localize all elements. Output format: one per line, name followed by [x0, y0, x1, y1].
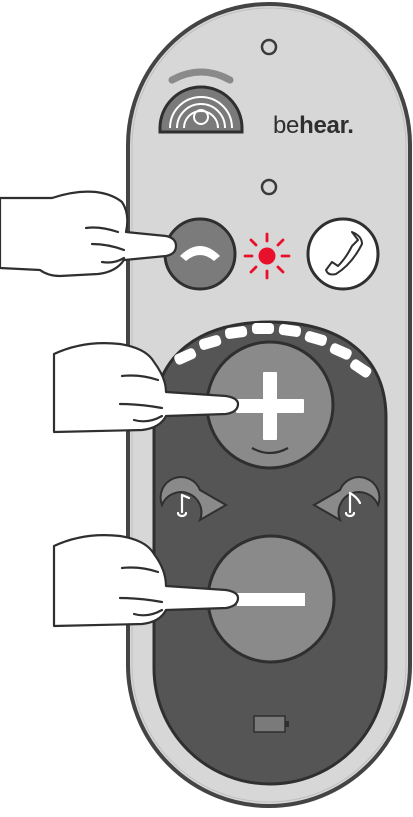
volume-segment: [198, 335, 222, 350]
volume-segment: [224, 326, 248, 339]
volume-segment: [174, 348, 197, 365]
minus-icon: [237, 593, 305, 606]
pointing-hand-top: [0, 190, 178, 278]
screw-hole-top: [260, 38, 278, 56]
phone-icon: [325, 231, 363, 276]
status-led: [243, 232, 291, 280]
pointing-hand-bottom: [52, 534, 240, 628]
volume-segment: [278, 324, 302, 337]
wireless-signal-icon: [169, 96, 233, 129]
plus-icon: [236, 372, 304, 440]
volume-segment: [329, 343, 352, 360]
hang-up-icon: [180, 246, 220, 261]
brand-prefix: be: [273, 112, 300, 139]
tone-up-button[interactable]: [311, 476, 381, 523]
volume-up-button[interactable]: [205, 340, 335, 470]
screw-hole-middle: [260, 178, 278, 196]
brand-logo: behear.: [273, 110, 383, 142]
volume-down-button[interactable]: [206, 534, 336, 664]
hang-up-button[interactable]: [163, 217, 237, 291]
music-note-low-icon: [176, 493, 191, 518]
volume-level-arc: [174, 323, 372, 378]
volume-segment: [252, 323, 274, 334]
volume-segment: [350, 359, 372, 378]
wireless-button[interactable]: [158, 68, 244, 134]
answer-call-button[interactable]: [306, 217, 380, 291]
battery-icon: [253, 715, 289, 733]
tone-down-button[interactable]: [159, 476, 229, 523]
volume-segment: [304, 331, 328, 346]
pointing-hand-middle: [52, 342, 240, 434]
brand-suffix: hear.: [299, 112, 354, 139]
music-note-high-icon: [344, 491, 362, 518]
